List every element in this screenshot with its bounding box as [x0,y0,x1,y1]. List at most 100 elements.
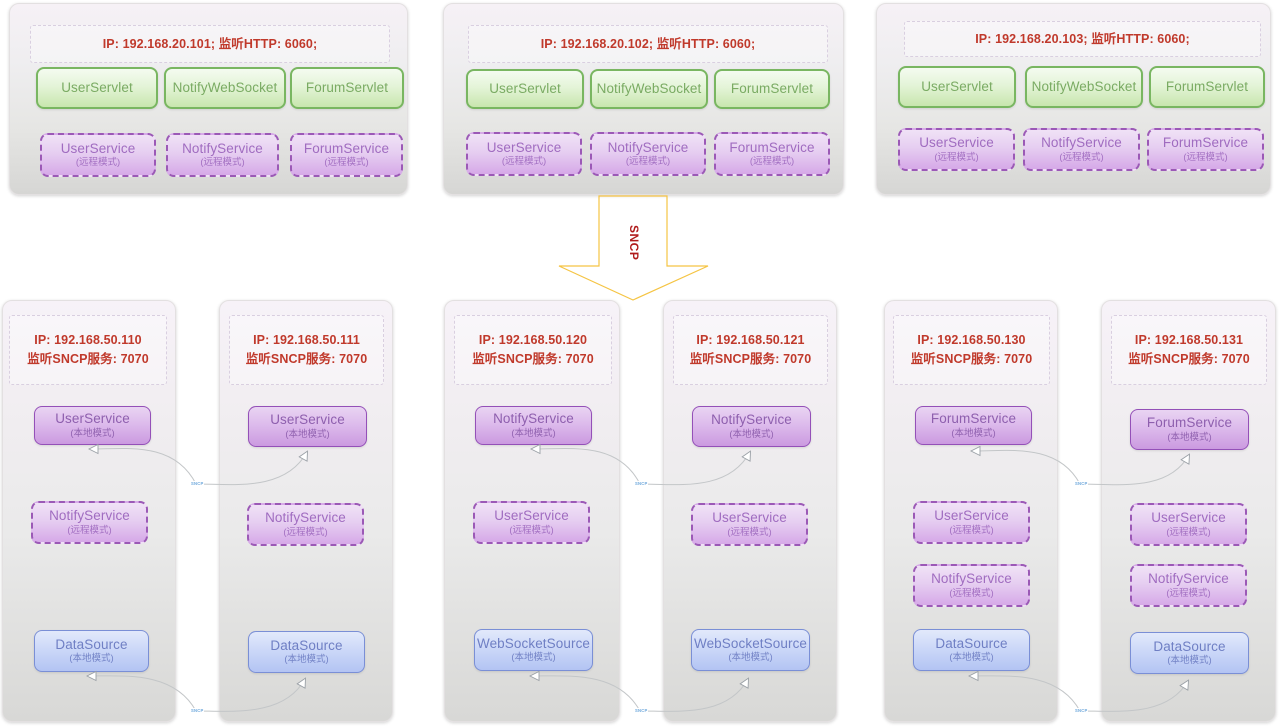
web-103-servlet-1[interactable]: NotifyWebSocket [1025,66,1143,108]
node-mode: (远程模式) [200,157,245,169]
header-ip: IP: 192.168.50.121 [696,333,805,347]
node-130-3[interactable]: DataSource (本地模式) [913,629,1030,671]
node-mode: (远程模式) [934,151,979,163]
web-panel-101-header: IP: 192.168.20.101; 监听HTTP: 6060; [30,25,390,63]
header-ip: IP: 192.168.50.110 [34,333,142,347]
service-panel-120: IP: 192.168.50.120 监听SNCP服务: 7070 Notify… [444,300,620,722]
link-label-g2-bottom: SNCP [634,708,649,714]
web-103-servlet-0[interactable]: UserServlet [898,66,1016,108]
node-131-1[interactable]: UserService (远程模式) [1130,503,1247,546]
header-ip: IP: 192.168.50.120 [478,333,588,347]
web-panel-102-header: IP: 192.168.20.102; 监听HTTP: 6060; [468,25,828,63]
node-121-0[interactable]: NotifyService (本地模式) [692,406,811,447]
node-121-1[interactable]: UserService (远程模式) [691,503,808,546]
node-mode: (本地模式) [284,654,329,666]
node-111-2[interactable]: DataSource (本地模式) [248,631,365,673]
web-102-service-2[interactable]: ForumService (远程模式) [714,132,830,176]
web-103-servlet-2[interactable]: ForumServlet [1149,66,1265,108]
service-panel-120-header: IP: 192.168.50.120 监听SNCP服务: 7070 [454,315,612,385]
header-port: 监听SNCP服务: 7070 [245,352,368,366]
web-103-service-2[interactable]: ForumService (远程模式) [1147,128,1264,171]
node-label: ForumService [729,139,815,155]
node-label: ForumService [303,140,390,156]
node-111-1[interactable]: NotifyService (远程模式) [247,503,364,546]
node-mode: (本地模式) [1167,431,1212,443]
node-130-0[interactable]: ForumService (本地模式) [915,406,1032,445]
link-label-g1-bottom: SNCP [190,708,205,714]
node-mode: (本地模式) [70,427,115,439]
node-120-2[interactable]: WebSocketSource (本地模式) [474,629,593,671]
web-102-servlet-1[interactable]: NotifyWebSocket [590,69,708,109]
node-label: WebSocketSource [476,635,591,651]
node-mode: (远程模式) [949,587,994,599]
node-label: NotifyService [265,510,346,526]
web-102-servlet-2[interactable]: ForumServlet [714,69,830,109]
node-label: UserService [919,135,994,151]
node-label: WebSocketSource [693,635,808,651]
node-mode: (远程模式) [949,524,994,536]
web-101-service-0[interactable]: UserService (远程模式) [40,133,156,177]
web-101-servlet-2[interactable]: ForumServlet [290,67,404,109]
node-label: UserService [494,508,569,524]
web-panel-102: IP: 192.168.20.102; 监听HTTP: 6060; UserSe… [443,3,844,195]
web-102-service-1[interactable]: NotifyService (远程模式) [590,132,706,176]
node-120-0[interactable]: NotifyService (本地模式) [475,406,592,445]
node-mode: (远程模式) [1183,151,1228,163]
node-120-1[interactable]: UserService (远程模式) [473,501,590,544]
node-110-2[interactable]: DataSource (本地模式) [34,630,149,672]
node-mode: (远程模式) [625,156,671,168]
node-label: DataSource [55,636,128,652]
web-101-servlet-1[interactable]: NotifyWebSocket [164,67,286,109]
web-102-service-0[interactable]: UserService (远程模式) [466,132,582,176]
header-port: 监听SNCP服务: 7070 [1128,352,1250,366]
node-label: ForumServlet [1165,79,1249,95]
header-ip: IP: 192.168.50.111 [253,333,360,347]
node-131-3[interactable]: DataSource (本地模式) [1130,632,1249,674]
service-panel-111-header: IP: 192.168.50.111 监听SNCP服务: 7070 [229,315,384,385]
link-label-g3-bottom: SNCP [1074,708,1089,714]
node-mode: (远程模式) [67,524,112,536]
web-101-servlet-0[interactable]: UserServlet [36,67,158,109]
link-label-g3-top: SNCP [1074,481,1089,487]
node-121-2[interactable]: WebSocketSource (本地模式) [691,629,810,671]
node-mode: (本地模式) [511,427,556,439]
node-131-0[interactable]: ForumService (本地模式) [1130,409,1249,450]
web-101-service-2[interactable]: ForumService (远程模式) [290,133,403,177]
node-label: UserService [60,140,136,156]
node-110-1[interactable]: NotifyService (远程模式) [31,501,148,544]
web-103-service-0[interactable]: UserService (远程模式) [898,128,1015,171]
node-label: UserServlet [61,80,133,96]
service-panel-121-header: IP: 192.168.50.121 监听SNCP服务: 7070 [673,315,828,385]
node-mode: (远程模式) [1166,526,1211,538]
node-mode: (本地模式) [285,428,330,440]
node-label: NotifyService [607,139,689,155]
web-panel-103: IP: 192.168.20.103; 监听HTTP: 6060; UserSe… [876,3,1271,195]
web-101-service-1[interactable]: NotifyService (远程模式) [166,133,279,177]
service-panel-121: IP: 192.168.50.121 监听SNCP服务: 7070 Notify… [663,300,837,722]
node-110-0[interactable]: UserService (本地模式) [34,406,151,445]
node-label: UserService [934,508,1009,524]
node-label: NotifyWebSocket [172,80,278,96]
web-panel-101: IP: 192.168.20.101; 监听HTTP: 6060; UserSe… [9,3,408,195]
node-mode: (远程模式) [75,157,121,169]
node-label: UserServlet [489,81,561,97]
link-label-g1-top: SNCP [190,481,205,487]
web-102-servlet-0[interactable]: UserServlet [466,69,584,109]
node-131-2[interactable]: NotifyService (远程模式) [1130,564,1247,607]
node-mode: (远程模式) [283,526,328,538]
node-label: NotifyService [182,140,263,156]
service-panel-110: IP: 192.168.50.110 监听SNCP服务: 7070 UserSe… [2,300,176,722]
web-103-service-1[interactable]: NotifyService (远程模式) [1023,128,1140,171]
service-panel-130-header: IP: 192.168.50.130 监听SNCP服务: 7070 [893,315,1050,385]
node-130-1[interactable]: UserService (远程模式) [913,501,1030,544]
node-130-2[interactable]: NotifyService (远程模式) [913,564,1030,607]
node-label: NotifyService [931,571,1012,587]
node-111-0[interactable]: UserService (本地模式) [248,406,367,447]
node-label: DataSource [935,635,1008,651]
node-label: DataSource [270,637,343,653]
node-mode: (本地模式) [949,652,994,664]
node-label: ForumService [1146,415,1233,431]
node-mode: (远程模式) [1166,587,1211,599]
node-label: NotifyService [493,411,574,427]
node-label: ForumService [930,411,1017,427]
